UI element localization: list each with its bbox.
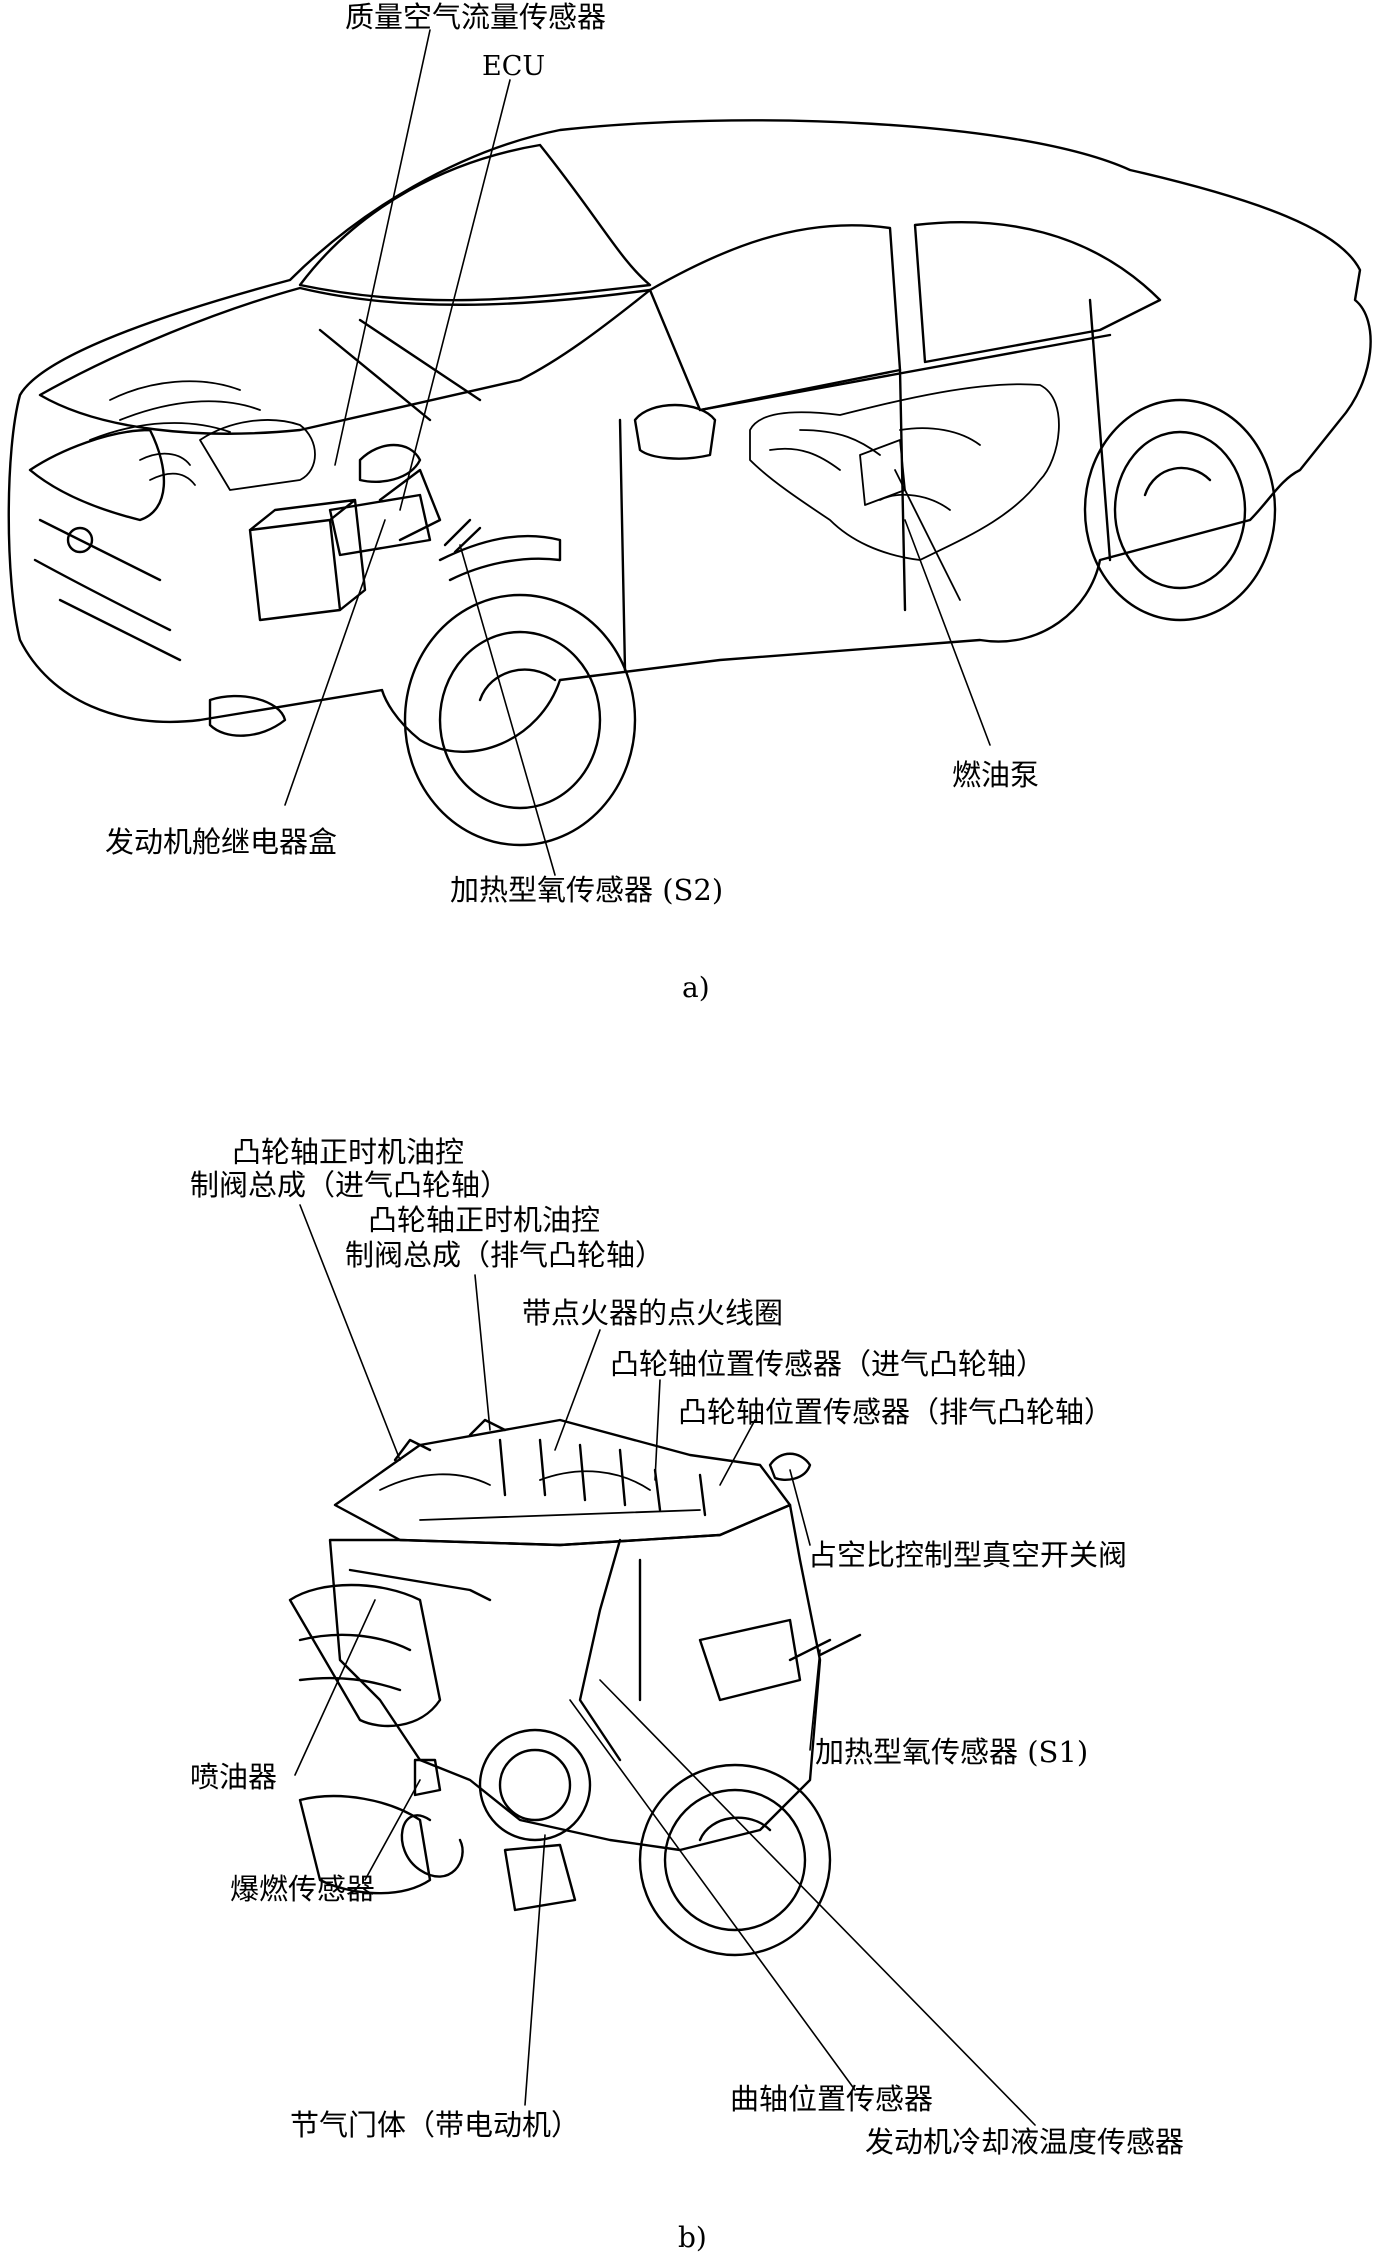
wiper	[318, 318, 482, 422]
headlight	[28, 428, 166, 522]
leader-ignition-coil	[554, 1329, 601, 1451]
label-maf-sensor: 质量空气流量传感器	[345, 0, 607, 34]
caption-a: a)	[682, 971, 710, 1004]
leader-crank	[569, 1699, 856, 2091]
label-coolant-temp: 发动机冷却液温度传感器	[865, 2125, 1185, 2159]
relay-box	[328, 493, 432, 557]
label-vsv: 占空比控制型真空开关阀	[808, 1538, 1128, 1572]
hood	[38, 286, 652, 435]
leader-maf	[334, 29, 431, 466]
rear-door-window	[913, 221, 1162, 364]
car-body-outline	[7, 119, 1372, 753]
label-ignition-coil: 带点火器的点火线圈	[522, 1296, 784, 1330]
leader-oxygen-s2	[459, 544, 556, 876]
label-ecu: ECU	[482, 51, 546, 82]
exhaust-pipe	[438, 534, 562, 582]
leader-oxygen-s1	[809, 1649, 821, 1751]
throttle-body	[478, 1728, 592, 1912]
front-wheel	[403, 593, 637, 847]
leader-relay-box	[284, 519, 386, 806]
leader-cam-ocv-intake	[299, 1204, 401, 1461]
windshield	[298, 143, 652, 302]
leader-coolant	[599, 1679, 1036, 2126]
maf-body	[358, 443, 422, 483]
label-cam-ocv-intake-line2: 制阀总成（进气凸轮轴）	[190, 1168, 510, 1202]
exhaust-manifold	[698, 1618, 802, 1702]
label-cam-pos-exhaust: 凸轮轴位置传感器（排气凸轮轴）	[678, 1395, 1114, 1429]
label-cam-ocv-exhaust-line2: 制阀总成（排气凸轮轴）	[345, 1238, 665, 1272]
label-injector: 喷油器	[190, 1760, 278, 1794]
fuel-tank	[749, 383, 1060, 601]
battery	[248, 498, 367, 622]
ecu-block	[378, 468, 442, 542]
front-emblem	[66, 526, 94, 554]
caption-b: b)	[678, 2221, 707, 2254]
label-knock-sensor: 爆燃传感器	[230, 1872, 376, 1906]
crank-pulley	[638, 1763, 832, 1957]
label-oxygen-s1: 加热型氧传感器 (S1)	[815, 1735, 1089, 1769]
label-oxygen-s2: 加热型氧传感器 (S2)	[450, 873, 724, 907]
engine-bay	[89, 380, 316, 491]
o2-sensor-s2	[443, 518, 482, 554]
leader-injector	[294, 1599, 376, 1776]
leader-fuel-pump	[904, 519, 991, 746]
front-door-window	[648, 224, 902, 412]
engine-illustration	[288, 1418, 862, 1957]
grille	[33, 518, 182, 662]
car-illustration	[7, 119, 1372, 847]
label-cam-ocv-exhaust-line1: 凸轮轴正时机油控	[368, 1203, 601, 1237]
injector-rail	[348, 1568, 492, 1602]
label-cam-pos-intake: 凸轮轴位置传感器（进气凸轮轴）	[610, 1347, 1046, 1381]
label-fuel-pump: 燃油泵	[952, 758, 1040, 792]
leader-cam-ocv-exhaust	[474, 1274, 491, 1431]
fog-light	[208, 694, 287, 737]
coolant-hose	[578, 1538, 622, 1762]
leader-throttle	[524, 1834, 546, 2106]
head-cover-details	[379, 1470, 701, 1521]
leader-cam-pos-exhaust	[719, 1419, 756, 1486]
knock-sensor-body	[413, 1758, 442, 1797]
o2-sensor-s1	[788, 1633, 862, 1662]
label-cam-ocv-intake-line1: 凸轮轴正时机油控	[232, 1135, 465, 1169]
leader-cam-pos-intake	[654, 1379, 661, 1481]
leader-knock	[364, 1779, 421, 1881]
label-crank-sensor: 曲轴位置传感器	[730, 2082, 934, 2116]
leader-vsv	[789, 1469, 811, 1546]
ignition-coils	[498, 1438, 627, 1507]
cam-sensors	[653, 1468, 707, 1517]
label-throttle-body: 节气门体（带电动机）	[290, 2108, 581, 2142]
engine-block	[328, 1503, 822, 1852]
label-relay-box: 发动机舱继电器盒	[105, 825, 338, 859]
part-b-leader-lines	[294, 1204, 1036, 2126]
rear-wheel	[1083, 398, 1277, 622]
ocv-valves	[393, 1418, 507, 1462]
side-mirror	[633, 403, 717, 460]
part-a-leader-lines	[284, 29, 991, 876]
leader-ecu	[399, 79, 511, 511]
vsv-valve	[768, 1452, 812, 1481]
intake-manifold	[288, 1583, 464, 1895]
